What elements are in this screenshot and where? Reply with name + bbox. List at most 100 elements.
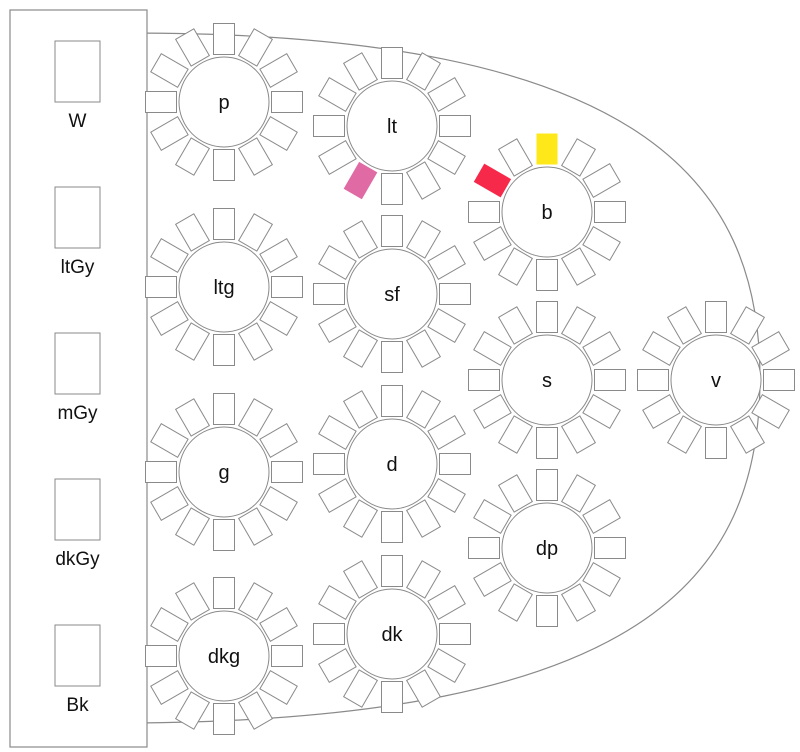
table-group-dp[interactable]: dp — [468, 469, 626, 627]
table-top[interactable] — [501, 502, 593, 594]
seat[interactable] — [497, 415, 534, 454]
table-group-v[interactable]: v — [637, 301, 795, 459]
table-top[interactable] — [178, 56, 270, 148]
swatch-item[interactable]: Bk — [54, 624, 101, 716]
swatch-box[interactable] — [54, 332, 101, 395]
seat[interactable] — [150, 422, 189, 459]
table-group-dk[interactable]: dk — [313, 555, 471, 713]
seat[interactable] — [473, 330, 512, 367]
seat[interactable] — [405, 560, 442, 599]
seat[interactable] — [318, 414, 357, 451]
seat[interactable] — [405, 161, 442, 200]
seat-highlighted[interactable] — [343, 161, 378, 200]
swatch-item[interactable]: ltGy — [54, 186, 101, 278]
seat[interactable] — [594, 201, 626, 223]
table-top[interactable] — [346, 248, 438, 340]
seat[interactable] — [342, 499, 379, 538]
seat[interactable] — [468, 201, 500, 223]
seat[interactable] — [150, 115, 189, 152]
seat[interactable] — [213, 519, 235, 551]
seat[interactable] — [313, 453, 345, 475]
table-top[interactable] — [178, 610, 270, 702]
table-top[interactable] — [178, 241, 270, 333]
seat[interactable] — [259, 606, 298, 643]
seat[interactable] — [174, 582, 211, 621]
seat[interactable] — [150, 606, 189, 643]
seat[interactable] — [560, 583, 597, 622]
seat[interactable] — [497, 474, 534, 513]
seat[interactable] — [174, 213, 211, 252]
swatch-box[interactable] — [54, 186, 101, 249]
seat[interactable] — [427, 477, 466, 514]
seat[interactable] — [318, 647, 357, 684]
seat[interactable] — [405, 220, 442, 259]
seat[interactable] — [381, 681, 403, 713]
seat[interactable] — [381, 47, 403, 79]
seat[interactable] — [174, 691, 211, 730]
seat[interactable] — [536, 595, 558, 627]
table-top[interactable] — [346, 588, 438, 680]
seat[interactable] — [318, 244, 357, 281]
seat[interactable] — [439, 283, 471, 305]
table-group-s[interactable]: s — [468, 301, 626, 459]
seat[interactable] — [150, 485, 189, 522]
table-group-p[interactable]: p — [145, 23, 303, 181]
seat[interactable] — [381, 555, 403, 587]
seat[interactable] — [381, 385, 403, 417]
seat[interactable] — [427, 139, 466, 176]
seat[interactable] — [342, 329, 379, 368]
seat[interactable] — [637, 369, 669, 391]
seat[interactable] — [497, 138, 534, 177]
seat[interactable] — [145, 91, 177, 113]
seat[interactable] — [342, 52, 379, 91]
seat[interactable] — [536, 427, 558, 459]
table-group-b[interactable]: b — [468, 133, 626, 291]
seat[interactable] — [145, 276, 177, 298]
seat[interactable] — [705, 301, 727, 333]
seat[interactable] — [405, 669, 442, 708]
seat[interactable] — [582, 393, 621, 430]
seat[interactable] — [318, 76, 357, 113]
seat[interactable] — [174, 322, 211, 361]
seat[interactable] — [427, 584, 466, 621]
seat[interactable] — [497, 583, 534, 622]
seat[interactable] — [582, 225, 621, 262]
seat[interactable] — [318, 139, 357, 176]
seat[interactable] — [213, 393, 235, 425]
seat-highlighted[interactable] — [536, 133, 558, 165]
seat[interactable] — [582, 498, 621, 535]
seat[interactable] — [468, 537, 500, 559]
seat[interactable] — [560, 138, 597, 177]
seat[interactable] — [405, 52, 442, 91]
seat[interactable] — [594, 537, 626, 559]
table-top[interactable] — [346, 80, 438, 172]
seat[interactable] — [213, 149, 235, 181]
seat[interactable] — [427, 76, 466, 113]
swatch-item[interactable]: dkGy — [54, 478, 101, 570]
seat[interactable] — [751, 330, 790, 367]
seat[interactable] — [213, 208, 235, 240]
seat[interactable] — [497, 306, 534, 345]
swatch-item[interactable]: mGy — [54, 332, 101, 424]
seat[interactable] — [318, 477, 357, 514]
seat[interactable] — [763, 369, 795, 391]
seat[interactable] — [729, 306, 766, 345]
seat[interactable] — [536, 469, 558, 501]
seat[interactable] — [427, 647, 466, 684]
seat[interactable] — [237, 507, 274, 546]
seat[interactable] — [405, 329, 442, 368]
seat[interactable] — [150, 669, 189, 706]
seat[interactable] — [174, 398, 211, 437]
seat[interactable] — [342, 669, 379, 708]
table-top[interactable] — [501, 334, 593, 426]
seat[interactable] — [174, 507, 211, 546]
seat[interactable] — [174, 137, 211, 176]
seat[interactable] — [729, 415, 766, 454]
table-top[interactable] — [670, 334, 762, 426]
seat[interactable] — [473, 225, 512, 262]
seat[interactable] — [318, 584, 357, 621]
seat[interactable] — [213, 23, 235, 55]
seat[interactable] — [666, 306, 703, 345]
swatch-box[interactable] — [54, 478, 101, 541]
seat[interactable] — [751, 393, 790, 430]
